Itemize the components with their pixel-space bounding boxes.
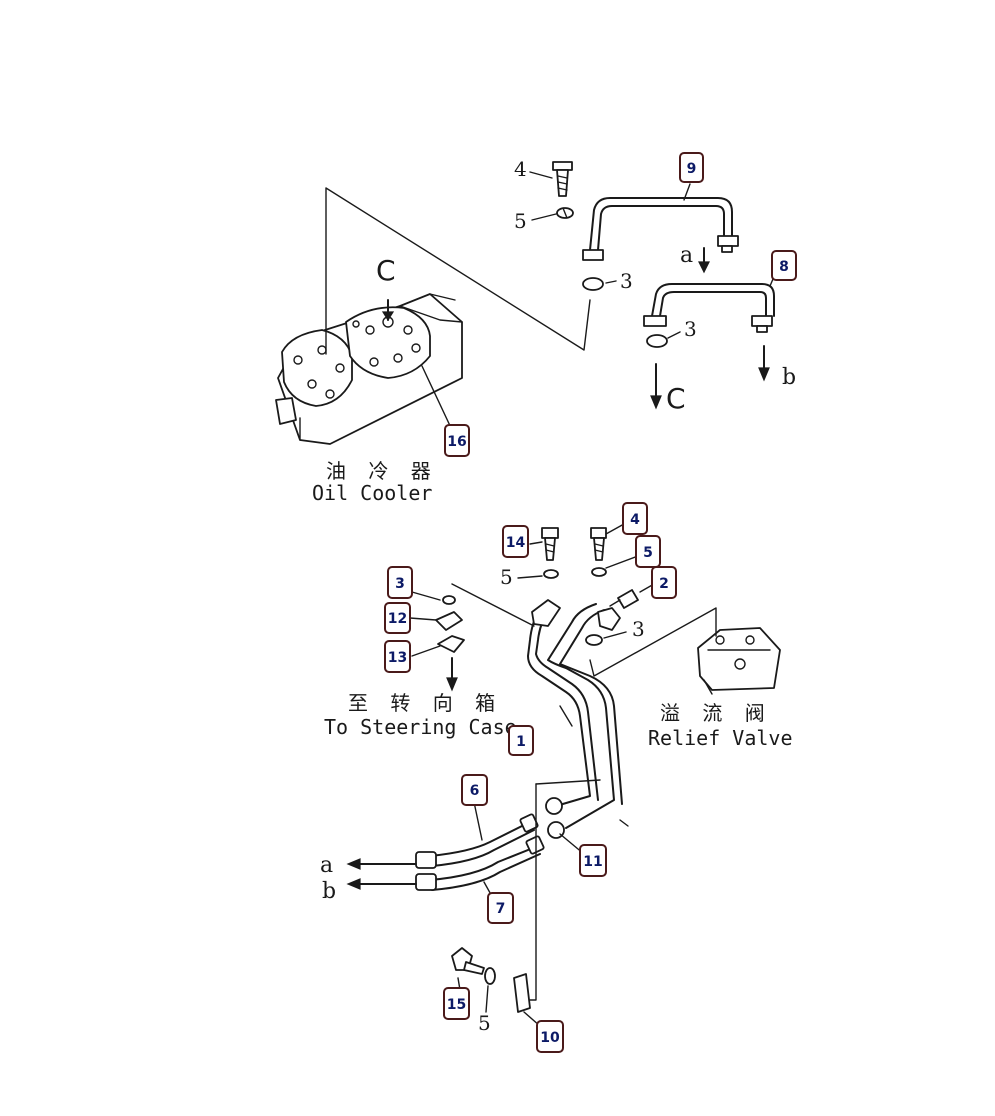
relief-valve-drawing xyxy=(589,607,781,695)
svg-text:9: 9 xyxy=(687,161,697,177)
svg-text:7: 7 xyxy=(496,901,506,917)
relief-valve-cn-label: 溢 流 阀 xyxy=(660,701,773,725)
relief-valve-en-label: Relief Valve xyxy=(648,726,793,750)
bracket-10 xyxy=(513,779,601,1027)
part-number-5-bottom: 5 xyxy=(478,1011,491,1035)
arrow-b-top xyxy=(758,345,770,382)
fitting-2 xyxy=(609,583,655,609)
oil-cooler-cn-label: 油 冷 器 xyxy=(326,459,439,483)
part-number-3-mid: 3 xyxy=(632,617,645,641)
svg-text:15: 15 xyxy=(447,997,466,1013)
oil-cooler-drawing xyxy=(275,187,591,445)
svg-text:4: 4 xyxy=(630,512,640,528)
part-number-5-mid: 5 xyxy=(500,565,513,589)
o-ring-3-top2 xyxy=(646,331,681,348)
callout-9: 9 xyxy=(679,152,704,183)
callout-10: 10 xyxy=(536,1020,564,1053)
bolt-4-top xyxy=(529,161,573,197)
hoses-6-7 xyxy=(415,801,545,901)
svg-text:14: 14 xyxy=(506,535,526,551)
flow-letter-a-top: a xyxy=(680,243,693,268)
callout-7: 7 xyxy=(487,892,514,924)
callout-6: 6 xyxy=(461,774,488,806)
svg-text:2: 2 xyxy=(659,576,669,592)
pipe-1 xyxy=(527,599,629,839)
callout-13: 13 xyxy=(384,640,411,673)
port-c-bottom-label: C xyxy=(666,382,686,415)
part-number-4-top: 4 xyxy=(514,157,527,181)
pipe-9 xyxy=(582,183,739,261)
bolt-15 xyxy=(451,947,485,991)
callout-12: 12 xyxy=(384,602,411,634)
bolt-4-lower xyxy=(590,523,625,561)
callout-2: 2 xyxy=(651,566,677,599)
callout-11: 11 xyxy=(579,844,607,877)
callout-3: 3 xyxy=(387,566,413,599)
steering-case-cn-label: 至 转 向 箱 xyxy=(348,691,503,715)
svg-text:6: 6 xyxy=(470,783,480,799)
callout-16: 16 xyxy=(444,424,470,457)
o-ring-3-mid xyxy=(585,631,627,646)
svg-text:11: 11 xyxy=(583,854,602,870)
callout-5: 5 xyxy=(635,535,661,568)
svg-text:12: 12 xyxy=(388,611,407,627)
bolt-14 xyxy=(529,527,559,561)
svg-text:5: 5 xyxy=(643,545,653,561)
washer-5-bottom xyxy=(484,967,496,1013)
arrow-a-top xyxy=(698,247,710,274)
steering-parts xyxy=(409,583,535,692)
arrow-b-lower xyxy=(346,878,417,890)
svg-text:3: 3 xyxy=(395,576,405,592)
o-ring-3-top1 xyxy=(582,277,617,291)
svg-text:16: 16 xyxy=(447,434,466,450)
flow-letter-b-top: b xyxy=(782,365,796,390)
svg-text:10: 10 xyxy=(540,1030,560,1046)
washer-5-mid-left xyxy=(517,569,559,579)
svg-text:8: 8 xyxy=(779,259,789,275)
part-number-5-top: 5 xyxy=(514,209,527,233)
svg-text:13: 13 xyxy=(388,650,407,666)
arrow-c-bottom xyxy=(650,363,662,410)
washer-5-mid-right xyxy=(591,555,639,577)
arrow-a-lower xyxy=(346,858,417,870)
flow-letter-b-lower: b xyxy=(322,879,336,904)
svg-text:1: 1 xyxy=(516,734,526,750)
callout-15: 15 xyxy=(443,987,470,1020)
callout-14: 14 xyxy=(502,525,529,558)
flow-letter-a-lower: a xyxy=(320,853,333,878)
part-number-3-top1: 3 xyxy=(620,269,633,293)
callout-1: 1 xyxy=(508,725,534,756)
port-c-label: C xyxy=(376,254,396,287)
washer-5-top xyxy=(531,207,574,221)
pipe-8 xyxy=(643,271,777,333)
steering-case-en-label: To Steering Case xyxy=(324,715,517,739)
oil-cooler-en-label: Oil Cooler xyxy=(312,481,432,505)
callout-4: 4 xyxy=(622,502,648,535)
callout-8: 8 xyxy=(771,250,797,281)
part-number-3-top2: 3 xyxy=(684,317,697,341)
